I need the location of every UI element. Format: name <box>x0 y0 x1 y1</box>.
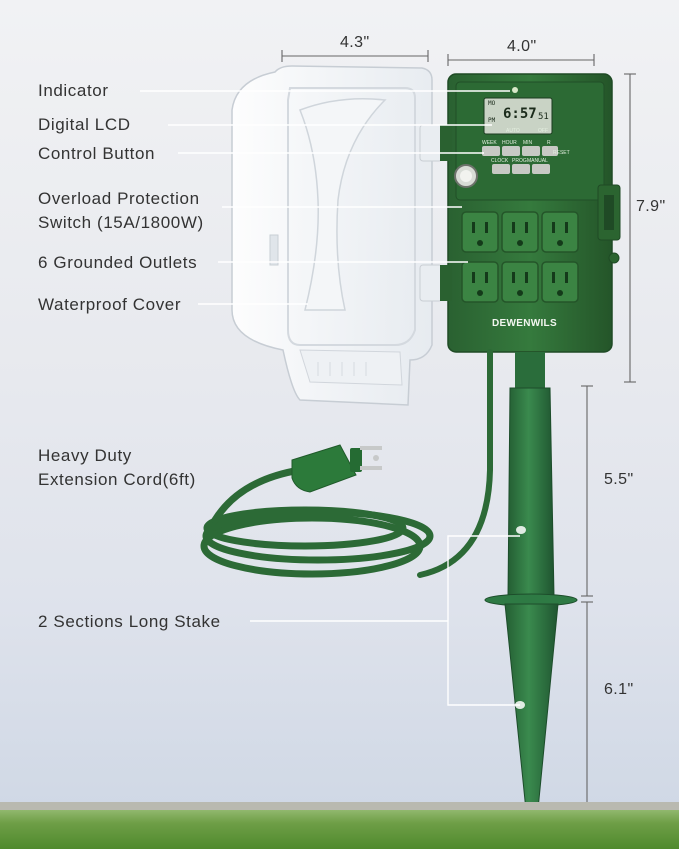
dim-cover-width: 4.3" <box>340 34 370 51</box>
dim-stake-upper: 5.5" <box>604 471 634 488</box>
button-manual-label[interactable]: MANUAL <box>527 158 548 164</box>
label-cord-line2: Extension Cord(6ft) <box>38 470 196 489</box>
lcd-off: OFF <box>538 128 548 134</box>
button-min-label[interactable]: MIN <box>523 140 533 146</box>
grass-ground <box>0 802 679 849</box>
button-prog-label[interactable]: PROG <box>512 158 527 164</box>
label-overload-line1: Overload Protection <box>38 189 200 208</box>
lcd-period: PM <box>488 117 496 124</box>
label-cover: Waterproof Cover <box>38 295 182 314</box>
extension-cord <box>200 349 493 578</box>
label-cord-line1: Heavy Duty <box>38 446 132 465</box>
leader-lines <box>140 90 520 706</box>
stake <box>484 352 578 831</box>
label-digital-lcd: Digital LCD <box>38 115 131 134</box>
button-hour-label[interactable]: HOUR <box>502 140 517 146</box>
waterproof-cover <box>231 65 443 406</box>
plug <box>291 444 382 493</box>
button-reset-label[interactable]: RESET <box>553 150 570 156</box>
dim-stake-lower: 6.1" <box>604 681 634 698</box>
label-control-button: Control Button <box>38 144 156 163</box>
button-r-label[interactable]: R <box>547 140 551 146</box>
dimension-lines <box>281 50 636 809</box>
lcd-time: 6:57 <box>503 106 537 122</box>
label-indicator: Indicator <box>38 81 109 100</box>
dim-box-height: 7.9" <box>636 198 666 215</box>
label-outlets: 6 Grounded Outlets <box>38 253 198 272</box>
lcd-auto: AUTO <box>506 128 520 134</box>
dim-box-width: 4.0" <box>507 38 537 55</box>
button-clock-label[interactable]: CLOCK <box>491 158 509 164</box>
label-stake: 2 Sections Long Stake <box>38 612 221 631</box>
lcd-seconds: 51 <box>538 112 549 122</box>
label-overload-line2: Switch (15A/1800W) <box>38 213 204 232</box>
brand-logo: DEWENWILS <box>492 318 557 329</box>
lcd-day: MO <box>488 100 496 107</box>
timer-box <box>440 73 621 353</box>
button-week-label[interactable]: WEEK <box>482 140 497 146</box>
